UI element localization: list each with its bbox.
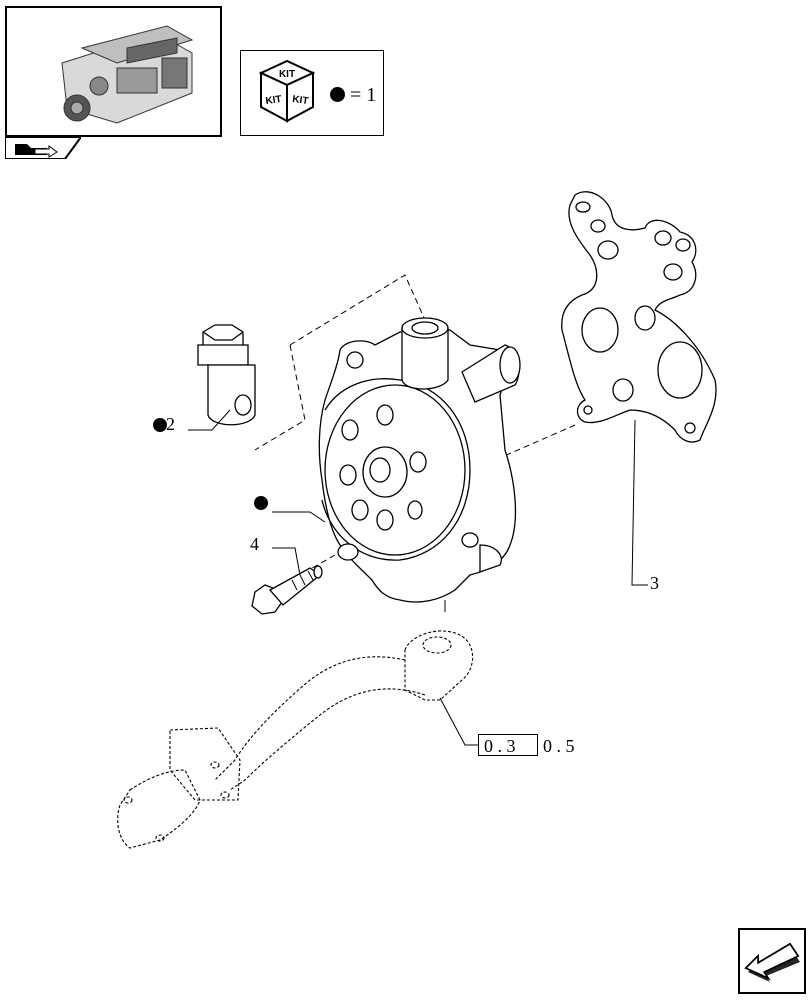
kit-equals-label: = 1	[350, 84, 377, 106]
kit-face-top: KIT	[279, 69, 295, 80]
kit-legend: KIT KIT KIT	[240, 50, 384, 136]
callout-item-3: 3	[650, 573, 659, 593]
callout-item-2: 2	[166, 414, 175, 434]
engine-icon	[61, 25, 194, 124]
kit-bullet-item2	[153, 418, 167, 432]
kit-bullet-pump	[254, 496, 268, 510]
reference-box[interactable]	[478, 734, 538, 756]
kit-cube-icon: KIT KIT KIT	[258, 59, 316, 123]
engine-thumbnail	[5, 6, 222, 137]
section-tab[interactable]	[4, 136, 83, 160]
plug-valve-part	[197, 324, 256, 426]
kit-face-left: KIT	[265, 94, 282, 107]
next-page-arrow-icon	[744, 942, 800, 982]
reference-code-suffix: 0 . 5	[543, 736, 575, 756]
gasket-part	[561, 191, 717, 443]
suction-pipe-part	[117, 630, 474, 849]
next-page-button[interactable]	[738, 928, 806, 994]
reference-code-boxed[interactable]: 0 . 3	[484, 736, 516, 756]
folder-arrow-icon	[4, 136, 83, 160]
callout-item-4: 4	[250, 534, 259, 554]
kit-face-right: KIT	[292, 94, 309, 107]
kit-bullet-icon	[330, 87, 345, 102]
pump-body-part	[318, 317, 521, 603]
bolt-part	[251, 565, 323, 615]
